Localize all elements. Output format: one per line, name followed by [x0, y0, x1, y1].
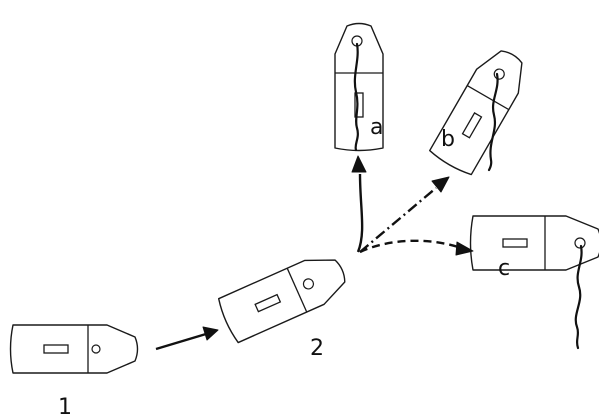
arrow-to-stage-2 — [155, 326, 219, 351]
arrow-to-a — [351, 155, 367, 253]
pore-circle — [91, 344, 101, 354]
pore-circle — [574, 237, 586, 249]
seed-outcome-c — [469, 215, 599, 271]
seed-stage-1 — [9, 324, 139, 374]
seed-outcome-b — [427, 42, 535, 178]
label-outcome-a: a — [370, 115, 383, 140]
label-stage-2: 2 — [310, 336, 324, 361]
radicle-c — [574, 244, 583, 350]
arrow-to-c — [359, 239, 474, 256]
radicle-b — [487, 72, 499, 172]
pore-circle — [302, 278, 315, 290]
label-outcome-b: b — [441, 127, 455, 152]
seed-stage-2 — [215, 247, 353, 345]
arrow-to-b — [359, 176, 450, 253]
label-outcome-c: c — [498, 256, 510, 281]
label-stage-1: 1 — [58, 395, 72, 416]
radicle-a — [353, 42, 359, 152]
